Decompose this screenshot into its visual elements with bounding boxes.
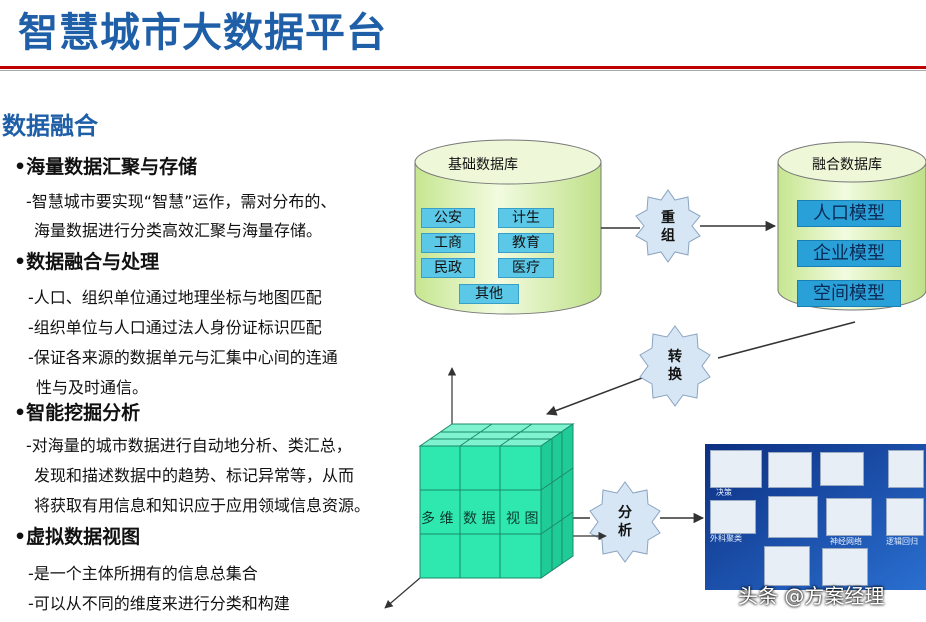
tag-civil-affairs: 民政 [421,258,475,278]
gear-reorg-icon [635,189,701,263]
gear-analyze-icon [589,481,661,563]
gear-convert-label-1: 转 [668,349,682,365]
tag-family-planning: 计生 [498,208,554,228]
watermark: 头条 @方案经理 [738,584,885,608]
tag-other: 其他 [459,284,519,304]
thumbnail [764,546,810,586]
tag-commerce: 工商 [421,233,475,253]
thumbnail [768,452,812,488]
cube-label-multidim: 多 维 [421,511,454,527]
gear-reorg-label-1: 重 [661,210,675,226]
bullet-title-mining: •智能挖掘分析 [14,402,141,424]
page-title: 智慧城市大数据平台 [18,10,387,56]
thumbnail-clustering [710,500,756,534]
bullet-line: -对海量的城市数据进行自动地分析、类汇总， [26,436,352,455]
model-spatial: 空间模型 [797,280,901,307]
cube-label-view: 视 图 [506,511,539,527]
thumbnail [822,548,868,586]
gear-analyze-label-2: 析 [618,523,632,539]
thumbnail-decision [710,450,762,488]
bullet-line: -智慧城市要实现“智慧”运作，需对分布的、 [26,192,337,211]
model-population: 人口模型 [797,200,901,227]
bullet-line: 性与及时通信。 [36,378,149,397]
thumbnail [820,452,864,486]
tag-medical: 医疗 [498,258,554,278]
title-divider-shadow [0,70,926,71]
thumbnail-caption: 外科聚类 [710,534,742,543]
base-database-title: 基础数据库 [448,157,518,173]
bullet-line: 发现和描述数据中的趋势、标记异常等，从而 [34,466,355,485]
thumbnail-caption: 逻辑回归 [886,537,918,546]
bullet-title-storage: •海量数据汇聚与存储 [14,156,198,178]
bullet-line: 将获取有用信息和知识应于应用领域信息资源。 [34,496,371,515]
gear-reorg-label-2: 组 [661,228,675,244]
thumbnail-caption: 决策 [716,488,732,497]
model-enterprise: 企业模型 [797,240,901,267]
thumbnail [888,450,924,488]
title-divider [0,66,926,69]
thumbnail-neural-network [826,498,872,536]
gear-convert-label-2: 换 [668,367,682,383]
bullet-title-view: •虚拟数据视图 [14,526,141,548]
tag-education: 教育 [498,233,554,253]
section-heading: 数据融合 [2,112,98,140]
bullet-title-fusion: •数据融合与处理 [14,251,160,273]
fusion-database-cylinder [777,141,926,311]
bullet-line: -可以从不同的维度来进行分类和构建 [28,594,290,613]
thumbnail-logistic-regression [886,498,924,536]
gear-convert-icon [639,325,711,407]
thumbnail-caption: 神经网络 [830,537,862,546]
bullet-line: -保证各来源的数据单元与汇集中心间的连通 [28,348,338,367]
tag-public-security: 公安 [421,208,475,228]
thumbnail [768,496,818,538]
bullet-line: -是一个主体所拥有的信息总集合 [28,564,258,583]
cube-label-data: 数 据 [463,511,496,527]
gear-analyze-label-1: 分 [618,505,632,521]
bullet-line: 海量数据进行分类高效汇聚与海量存储。 [34,221,323,240]
bullet-line: -组织单位与人口通过法人身份证标识匹配 [28,318,322,337]
data-cube [418,423,575,579]
fusion-database-title: 融合数据库 [812,157,882,173]
bullet-line: -人口、组织单位通过地理坐标与地图匹配 [28,288,322,307]
